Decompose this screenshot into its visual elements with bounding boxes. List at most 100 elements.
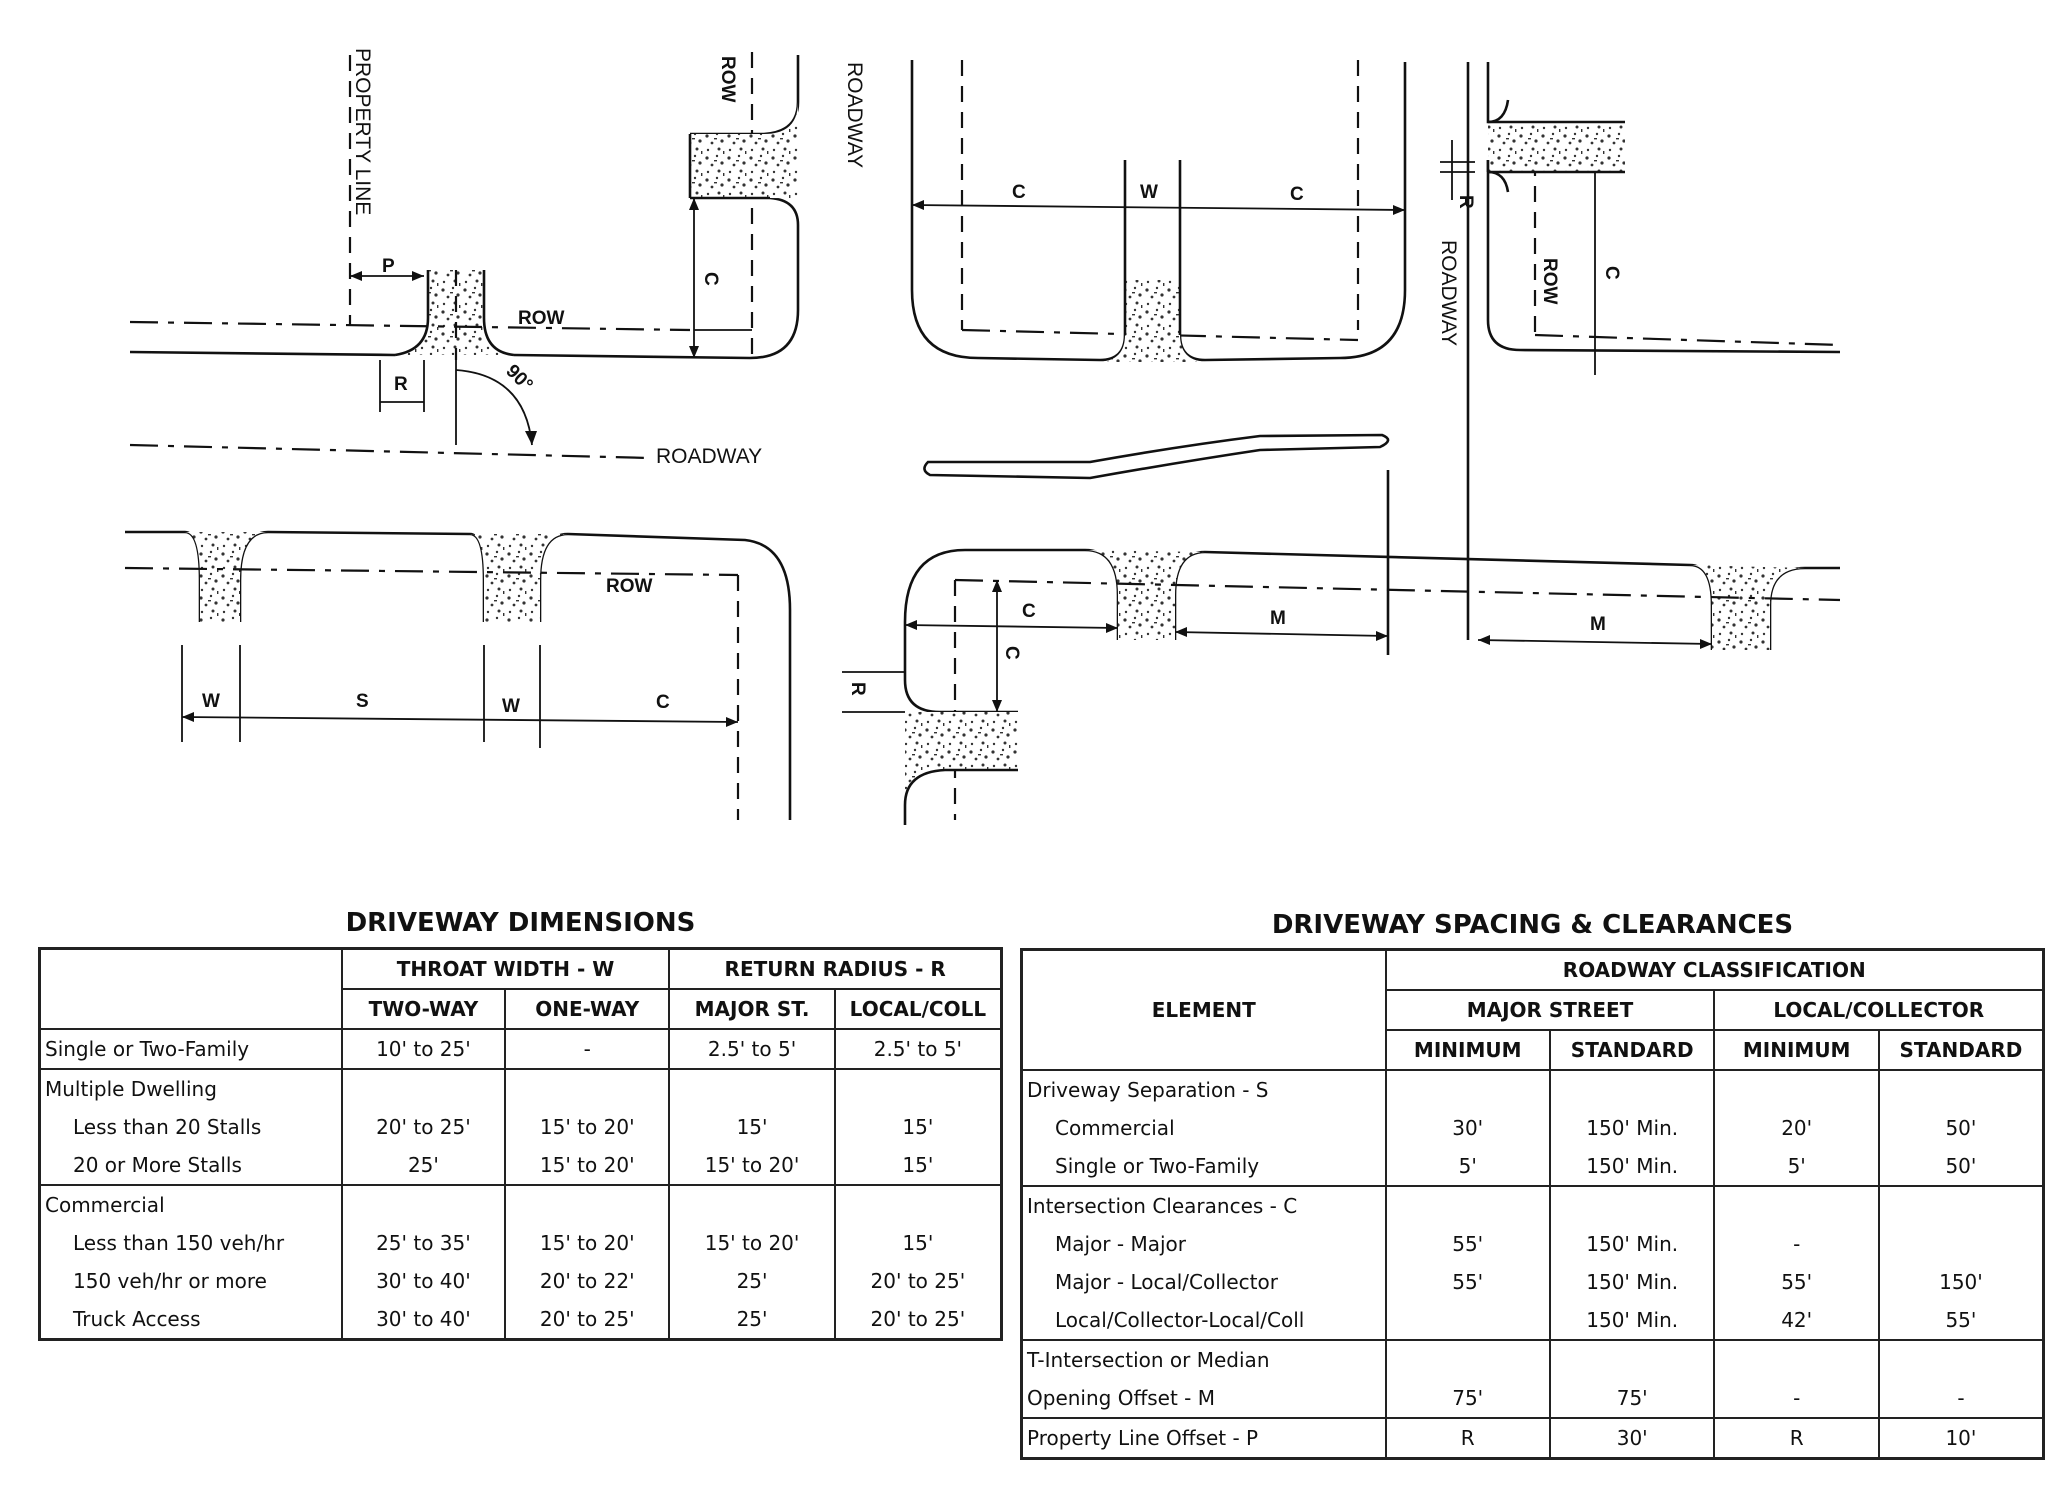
row-label: Single or Two-Family [1020,1147,1387,1186]
table-cell [668,1068,836,1108]
table-cell [504,1184,671,1224]
c-dim-label-q5a: C [1022,601,1036,622]
table-cell [1384,1339,1551,1379]
row-label: Single or Two-Family [38,1028,343,1069]
median-island [923,433,1390,480]
table-cell [1713,1185,1880,1225]
return-radius-header: RETURN RADIUS - R [668,948,1003,990]
table-row: Driveway Separation - S [1020,1069,2045,1109]
table-cell [1713,1069,1880,1109]
c-dim-label-q4: C [656,692,670,713]
row-label: 20 or More Stalls [38,1146,343,1185]
spacing-table-title: DRIVEWAY SPACING & CLEARANCES [1271,910,1794,940]
table-cell: 2.5' to 5' [833,1028,1003,1069]
row-label: Property Line Offset - P [1020,1417,1387,1459]
table-cell: 10' [1877,1417,2045,1459]
major-street-header: MAJOR STREET [1384,990,1716,1031]
roadway-label-q1: ROADWAY [656,445,762,468]
r-dim-label-q1: R [394,374,408,395]
table-cell: 55' [1384,1225,1551,1263]
dimensions-corner-cell [38,948,343,1030]
c-dim-label-q5b: C [1001,646,1022,660]
table-cell [1384,1301,1551,1340]
w-dim-label-q4b: W [502,696,520,717]
table-cell: 2.5' to 5' [668,1028,836,1069]
roadway-label-center: ROADWAY [843,62,866,168]
table-cell: 25' [668,1262,836,1300]
table-cell: - [1713,1225,1880,1263]
row-label: Opening Offset - M [1020,1379,1387,1418]
table-cell: 15' [668,1108,836,1146]
col-header-local-minimum: MINIMUM [1713,1030,1880,1071]
table-cell: 15' to 20' [504,1146,671,1185]
property-line-label: PROPERTY LINE [351,48,374,215]
table-cell [1384,1185,1551,1225]
table-cell: 15' to 20' [504,1108,671,1146]
table-cell: 15' to 20' [668,1224,836,1262]
table-cell [1548,1069,1716,1109]
local-collector-header: LOCAL/COLLECTOR [1713,990,2045,1031]
row-label: T-Intersection or Median [1020,1339,1387,1379]
table-row: Commercial [38,1184,1003,1224]
table-cell [1384,1069,1551,1109]
row-label: Local/Collector-Local/Coll [1020,1301,1387,1340]
table-cell: 150' Min. [1548,1225,1716,1263]
col-header-local-standard: STANDARD [1877,1030,2045,1071]
table-row: Multiple Dwelling [38,1068,1003,1108]
table-cell: - [1877,1379,2045,1418]
quadrant-bottom-right: C M M C R [842,470,1841,825]
row-label: Commercial [1020,1109,1387,1147]
w-dim-label-q4a: W [202,691,220,712]
table-cell: 150' Min. [1548,1301,1716,1340]
r-dim-label-q3: R [1455,195,1476,209]
quadrant-bottom-left: ROW W S W C [124,530,792,820]
table-cell: 20' to 25' [504,1300,671,1340]
table-cell [504,1068,671,1108]
table-cell: 30' to 40' [340,1262,507,1300]
r-dim-label-q5: R [847,682,868,696]
row-label-q3: ROW [1539,258,1560,305]
row-label: Intersection Clearances - C [1020,1185,1387,1225]
table-cell: 5' [1384,1147,1551,1186]
table-cell [833,1184,1003,1224]
table-cell: 30' [1384,1109,1551,1147]
table-cell: 15' [833,1146,1003,1185]
table-cell: 15' to 20' [504,1224,671,1262]
table-cell [1877,1185,2045,1225]
col-header-one-way: ONE-WAY [504,989,671,1030]
table-cell: 55' [1713,1263,1880,1301]
table-cell: 20' to 25' [833,1300,1003,1340]
table-cell: 25' [340,1146,507,1185]
c-dim-label-q1: C [700,272,721,286]
row-label: Less than 20 Stalls [38,1108,343,1146]
table-cell [833,1068,1003,1108]
table-cell: 10' to 25' [340,1028,507,1069]
table-cell: 55' [1384,1263,1551,1301]
table-cell: 50' [1877,1147,2045,1186]
table-cell [1877,1225,2045,1263]
col-header-two-way: TWO-WAY [340,989,507,1030]
element-header: ELEMENT [1020,949,1387,1071]
table-cell: 42' [1713,1301,1880,1340]
table-cell: 75' [1548,1379,1716,1418]
roadway-label-right: ROADWAY [1437,240,1460,346]
table-cell: 25' [668,1300,836,1340]
table-cell [340,1184,507,1224]
table-cell: - [504,1028,671,1069]
table-cell: - [1713,1379,1880,1418]
table-cell [1877,1339,2045,1379]
row-label: Commercial [38,1184,343,1224]
quadrant-top-center: C W C [910,60,1407,362]
table-cell [1713,1339,1880,1379]
table-cell: 75' [1384,1379,1551,1418]
row-label: Major - Local/Collector [1020,1263,1387,1301]
table-cell: 30' to 40' [340,1300,507,1340]
